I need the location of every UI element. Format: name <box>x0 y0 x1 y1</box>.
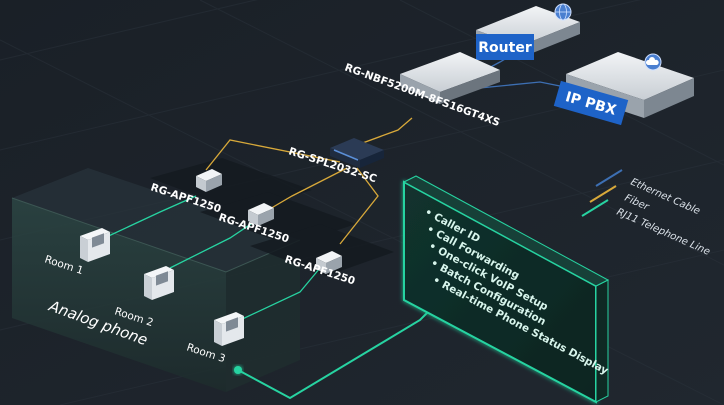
globe-icon <box>554 3 572 21</box>
legend-rj11-swatch <box>581 199 609 217</box>
router-label-box <box>476 34 534 60</box>
zone-front-wall <box>12 198 226 392</box>
legend-ethernet-swatch <box>595 169 623 187</box>
fiber-cables <box>205 117 413 245</box>
router-device: Router <box>476 3 580 60</box>
router-label: Router <box>478 40 532 56</box>
telephone-icon <box>144 266 174 300</box>
zone-side-wall <box>226 240 300 392</box>
rj11-lines <box>99 195 433 400</box>
zone-top <box>12 168 300 272</box>
telephone-icon <box>214 312 244 346</box>
telephone-icon <box>80 228 110 262</box>
legend-fiber-swatch <box>589 185 617 203</box>
analog-phone-zone <box>11 168 301 392</box>
pbx-label-box <box>553 80 629 126</box>
cloud-icon <box>644 53 662 71</box>
onu-platforms <box>150 158 394 276</box>
feature-panel: • Caller ID• Call Forwarding• One-click … <box>402 175 610 404</box>
rj11-node <box>234 366 242 374</box>
